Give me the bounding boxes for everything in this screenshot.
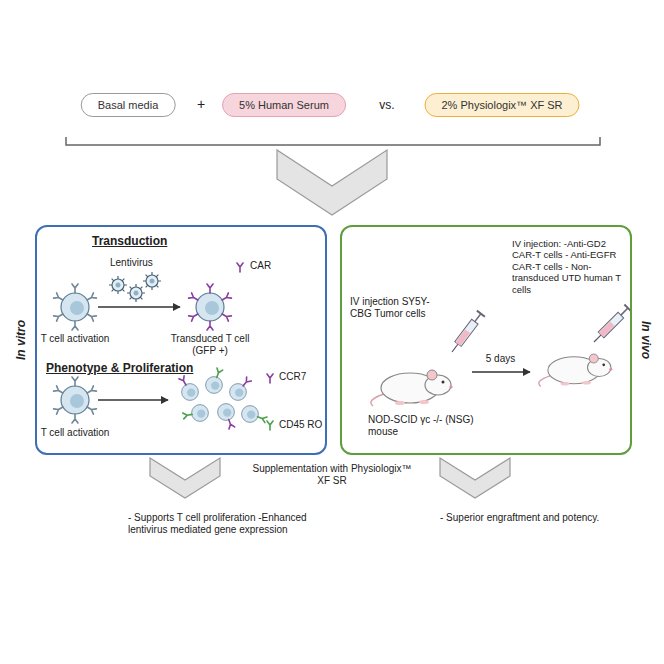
cd45ro-symbol — [267, 421, 273, 430]
annotation: CAR — [250, 260, 271, 272]
annotation: vs. — [369, 98, 405, 112]
proliferating-cells — [179, 368, 267, 429]
arrow — [98, 399, 168, 400]
annotation: IV injection SY5Y-CBG Tumor cells — [350, 296, 444, 320]
annotation: Lentivirus — [110, 257, 153, 269]
lentivirus — [143, 272, 161, 290]
annotation: + — [192, 96, 210, 113]
chevron-arrow — [440, 458, 510, 498]
nsg-mouse — [371, 370, 453, 406]
section-heading: In vivo — [639, 321, 653, 359]
chevron-arrow — [150, 458, 220, 498]
annotation: T cell activation — [30, 333, 120, 345]
annotation: Supplementation with Physiologix™ XF SR — [247, 463, 417, 487]
syringe — [590, 305, 631, 346]
car-symbol — [237, 263, 243, 272]
pill-text: 5% Human Serum — [239, 99, 329, 111]
ccr7-symbol — [267, 374, 273, 383]
section-title: Transduction — [92, 234, 167, 248]
media-pill: 5% Human Serum — [222, 93, 346, 117]
media-pill: 2% Physiologix™ XF SR — [424, 93, 579, 117]
pill-text: Basal media — [98, 99, 159, 111]
annotation: CD45 RO — [279, 419, 322, 431]
annotation: CCR7 — [279, 371, 306, 383]
section-title: Phenotype & Proliferation — [46, 361, 193, 375]
syringe — [448, 311, 485, 355]
pill-text: 2% Physiologix™ XF SR — [441, 99, 562, 111]
side-heading-holder: In vitro — [13, 227, 29, 453]
annotation: 5 days — [473, 353, 528, 365]
arrow — [98, 306, 180, 307]
lentivirus — [127, 284, 145, 302]
arrow — [472, 371, 530, 372]
bracket — [66, 137, 600, 145]
t-cell — [54, 284, 97, 330]
annotation: - Supports T cell proliferation -Enhance… — [128, 512, 308, 536]
side-heading-holder: In vivo — [638, 227, 654, 453]
section-heading: In vitro — [14, 320, 28, 360]
annotation: Transduced T cell (GFP +) — [165, 333, 255, 357]
lentivirus — [109, 276, 127, 294]
media-pill: Basal media — [81, 93, 176, 117]
transduced-t-cell — [189, 284, 232, 330]
annotation: T cell activation — [30, 427, 120, 439]
chevron-arrow — [277, 150, 387, 215]
annotation: NOD-SCID γc -/- (NSG) mouse — [368, 414, 490, 438]
t-cell — [54, 377, 97, 423]
treated-mouse — [539, 354, 613, 386]
annotation: - Superior engraftment and potency. — [440, 512, 640, 524]
annotation: IV injection: -Anti-GD2 CAR-T cells - An… — [512, 238, 626, 295]
